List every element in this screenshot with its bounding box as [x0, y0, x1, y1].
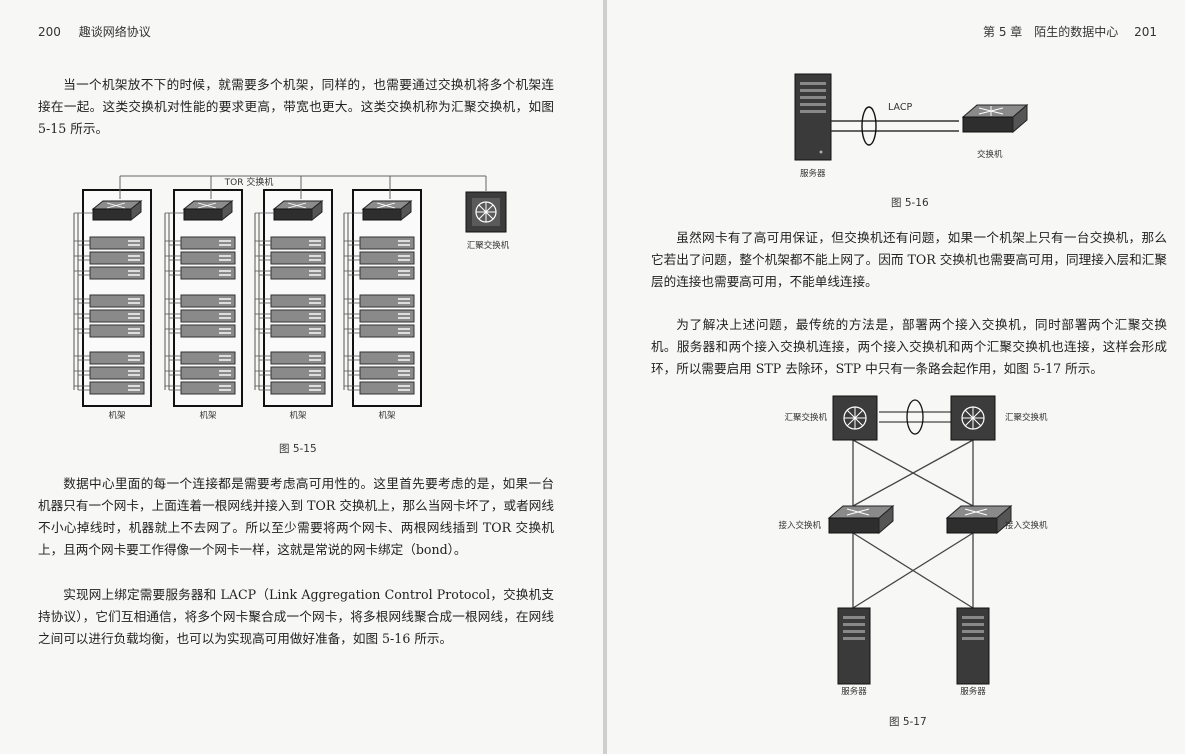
server-unit	[270, 351, 326, 365]
server-label: 服务器	[800, 168, 826, 179]
server-unit	[270, 266, 326, 280]
bundle-ring	[906, 399, 924, 435]
figure-caption: 图 5-17	[889, 716, 927, 728]
server-label-right: 服务器	[960, 686, 986, 697]
tor-switch-label: TOR 交换机	[224, 176, 274, 188]
server-unit	[270, 366, 326, 380]
server-unit	[180, 381, 236, 395]
server-unit	[180, 309, 236, 323]
paragraph: 虽然网卡有了高可用保证，但交换机还有问题，如果一个机架上只有一台交换机，那么它若…	[651, 230, 1167, 289]
chapter-title: 第 5 章 陌生的数据中心	[983, 25, 1119, 39]
rack: 机架	[73, 176, 152, 421]
lacp-bundle-ring	[861, 106, 877, 146]
server-unit	[180, 251, 236, 265]
figure-5-17-diagram: 汇聚交换机 汇聚交换机 接入交换机 接入交换机 服务器 服务器	[778, 395, 1048, 697]
server-unit	[270, 324, 326, 338]
rack-label: 机架	[289, 410, 307, 421]
rack: 机架	[164, 176, 243, 421]
paragraph: 数据中心里面的每一个连接都是需要考虑高可用性的。这里首先要考虑的是，如果一台机器…	[38, 476, 554, 557]
server-unit	[359, 294, 415, 308]
server-unit	[89, 294, 145, 308]
aggregation-switch-label: 汇聚交换机	[467, 240, 510, 251]
server-icon	[956, 607, 990, 685]
switch-icon	[961, 103, 1029, 134]
access-switch-label-left: 接入交换机	[778, 520, 821, 531]
page-number: 200	[38, 25, 61, 39]
tor-switch-icon	[272, 199, 324, 222]
access-switch-icon	[945, 504, 1013, 535]
figure-caption: 图 5-15	[279, 443, 317, 455]
server-unit	[180, 351, 236, 365]
left-page-header: 200 趣谈网络协议	[38, 23, 151, 40]
server-unit	[359, 251, 415, 265]
aggregation-switch-label-left: 汇聚交换机	[784, 412, 827, 423]
server-icon	[794, 73, 832, 161]
server-unit	[89, 251, 145, 265]
server-unit	[270, 309, 326, 323]
figure-5-16-diagram: LACP 交换机 服务器	[794, 73, 1029, 179]
paragraph: 当一个机架放不下的时候，就需要多个机架，同样的，也需要通过交换机将多个机架连接在…	[38, 77, 554, 136]
figure-caption: 图 5-16	[891, 197, 929, 209]
rack-label: 机架	[378, 410, 396, 421]
server-unit	[180, 236, 236, 250]
server-unit	[180, 324, 236, 338]
tor-switch-icon	[361, 199, 413, 222]
server-unit	[89, 266, 145, 280]
paragraph: 实现网上绑定需要服务器和 LACP（Link Aggregation Contr…	[38, 587, 554, 646]
server-unit	[89, 309, 145, 323]
tor-switch-icon	[91, 199, 143, 222]
lacp-label: LACP	[888, 102, 912, 113]
server-unit	[359, 366, 415, 380]
rack-label: 机架	[108, 410, 126, 421]
server-unit	[270, 236, 326, 250]
right-page-header: 第 5 章 陌生的数据中心 201	[983, 23, 1157, 40]
rack-label: 机架	[199, 410, 217, 421]
tor-switch-icon	[182, 199, 234, 222]
rack: 机架	[254, 176, 333, 421]
switch-label: 交换机	[977, 149, 1003, 160]
aggregation-switch-icon	[465, 191, 507, 233]
server-unit	[89, 381, 145, 395]
gutter	[603, 0, 607, 754]
server-unit	[359, 324, 415, 338]
server-unit	[89, 324, 145, 338]
page-number: 201	[1134, 25, 1157, 39]
server-unit	[359, 381, 415, 395]
server-unit	[270, 381, 326, 395]
aggregation-switch-icon	[832, 395, 878, 441]
rack: 机架	[343, 176, 422, 421]
aggregation-switch-icon	[950, 395, 996, 441]
server-unit	[270, 251, 326, 265]
book-title: 趣谈网络协议	[78, 25, 151, 39]
access-switch-icon	[827, 504, 895, 535]
server-unit	[89, 366, 145, 380]
server-unit	[180, 366, 236, 380]
server-unit	[89, 236, 145, 250]
server-unit	[359, 236, 415, 250]
left-page: 200 趣谈网络协议 当一个机架放不下的时候，就需要多个机架，同样的，也需要通过…	[0, 0, 603, 754]
server-unit	[180, 294, 236, 308]
server-unit	[359, 351, 415, 365]
server-unit	[359, 309, 415, 323]
paragraph: 为了解决上述问题，最传统的方法是，部署两个接入交换机，同时部署两个汇聚交换机。服…	[651, 317, 1167, 376]
aggregation-switch-label-right: 汇聚交换机	[1005, 412, 1048, 423]
server-unit	[180, 266, 236, 280]
server-unit	[270, 294, 326, 308]
server-unit	[359, 266, 415, 280]
server-unit	[89, 351, 145, 365]
figure-5-15-diagram: 机架 机架 机架 机架 TOR 交换机 汇聚交换机	[73, 175, 510, 421]
right-page: 第 5 章 陌生的数据中心 201 LACP	[607, 0, 1185, 754]
server-icon	[837, 607, 871, 685]
access-switch-label-right: 接入交换机	[1005, 520, 1048, 531]
server-label-left: 服务器	[841, 686, 867, 697]
